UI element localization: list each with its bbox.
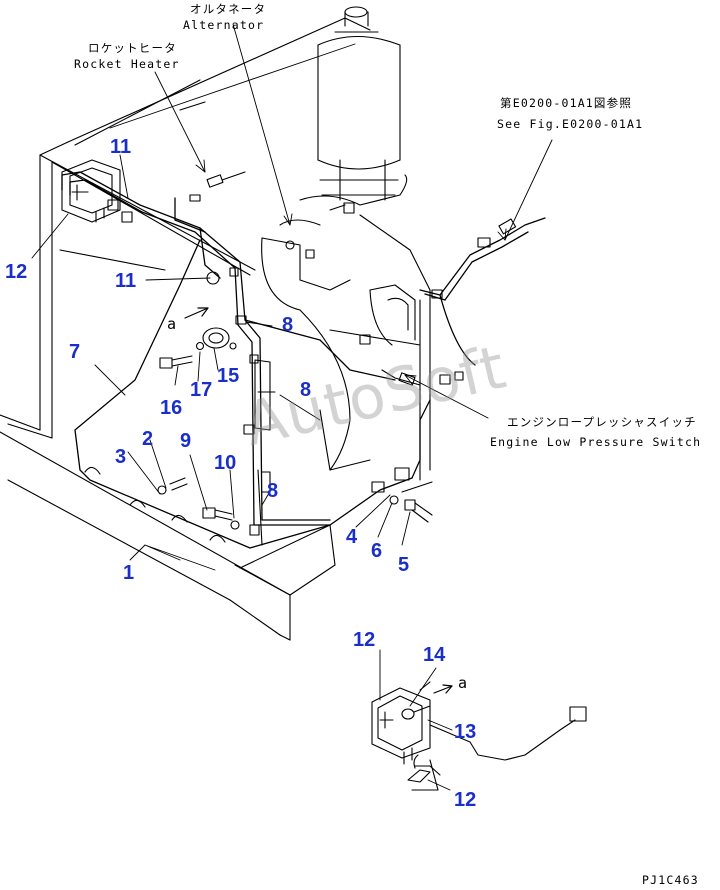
part-number-11[interactable]: 11	[110, 136, 132, 158]
engine-block	[261, 174, 431, 481]
part-number-8[interactable]: 8	[300, 379, 312, 401]
drawing-code: PJ1C463	[642, 873, 699, 887]
part-number-16[interactable]: 16	[160, 397, 183, 419]
leader-lines	[31, 23, 553, 791]
base-plate	[0, 431, 336, 641]
part-number-9[interactable]: 9	[180, 430, 192, 452]
pressure-switch-label-en: Engine Low Pressure Switch	[490, 435, 702, 449]
part-number-13[interactable]: 13	[454, 721, 477, 743]
part-number-15[interactable]: 15	[217, 365, 240, 387]
part-number-12[interactable]: 12	[454, 789, 477, 811]
part-number-5[interactable]: 5	[398, 554, 410, 576]
part-number-8[interactable]: 8	[282, 314, 294, 336]
rocket-heater-label-jp: ロケットヒータ	[88, 41, 177, 55]
see-figure-label-en: See Fig.E0200-01A1	[497, 117, 644, 131]
part-number-10[interactable]: 10	[214, 452, 237, 474]
heater-box-detail	[371, 681, 587, 791]
alternator-label-en: Alternator	[183, 18, 265, 32]
see-figure-label-jp: 第E0200-01A1図参照	[500, 96, 633, 110]
pressure-switch-label-jp: エンジンロープレッシャスイッチ	[507, 415, 697, 429]
rocket-heater-label-en: Rocket Heater	[74, 57, 180, 71]
bracket-plate	[254, 359, 271, 546]
heater-box-main	[61, 159, 121, 223]
cylinder-component	[317, 6, 401, 201]
part-number-7[interactable]: 7	[69, 341, 81, 363]
part-number-3[interactable]: 3	[115, 446, 127, 468]
part-number-8[interactable]: 8	[267, 480, 279, 502]
part-number-1[interactable]: 1	[123, 562, 135, 584]
bolts	[157, 355, 433, 530]
part-number-2[interactable]: 2	[142, 428, 154, 450]
view-a-label-main: a	[167, 315, 177, 333]
harness-clamps	[84, 466, 271, 543]
view-arrows[interactable]	[184, 307, 453, 694]
view-a-label-detail: a	[458, 674, 468, 692]
part-number-11[interactable]: 11	[115, 270, 137, 292]
part-number-4[interactable]: 4	[346, 526, 358, 548]
part-number-6[interactable]: 6	[371, 540, 383, 562]
part-number-17[interactable]: 17	[190, 379, 213, 401]
part-number-12[interactable]: 12	[5, 261, 28, 283]
part-number-12[interactable]: 12	[353, 629, 376, 651]
connectors	[107, 171, 517, 536]
alternator-label-jp: オルタネータ	[190, 2, 267, 16]
part-number-14[interactable]: 14	[423, 644, 446, 666]
